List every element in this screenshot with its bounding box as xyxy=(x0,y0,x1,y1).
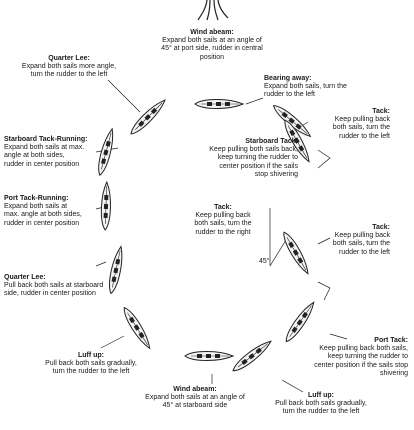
label-quarter-lee-bottom: Quarter Lee:Pull back both sails at star… xyxy=(4,274,104,298)
boat-wind-abeam-top xyxy=(194,99,244,109)
label-luff-up-left: Luff up:Pull back both sails gradually, … xyxy=(45,352,137,376)
leader-line xyxy=(100,335,125,349)
tack-bracket xyxy=(317,149,331,169)
boat-luff-up-right xyxy=(229,337,275,375)
leader-line xyxy=(317,237,331,245)
label-tack-center: Tack:Keep pulling back both sails, turn … xyxy=(194,204,252,236)
label-starboard-running: Starboard Tack-Running:Expand both sails… xyxy=(4,136,88,168)
wind-icon xyxy=(197,0,229,21)
label-tack-right: Tack:Keep pulling back both sails, turn … xyxy=(332,224,390,256)
leader-line xyxy=(95,261,107,267)
leader-line xyxy=(245,97,264,105)
label-bearing-away: Bearing away:Expand both sails, turn the… xyxy=(264,75,347,99)
boat-wind-abeam-bottom xyxy=(184,351,234,361)
leader-line xyxy=(329,333,348,340)
label-wind-abeam-top: Wind abeam:Expand both sails at an angle… xyxy=(161,29,263,61)
leader-line xyxy=(281,379,304,393)
boat-quarter-lee-top xyxy=(127,96,169,138)
label-port-running: Port Tack-Running:Expand both sails at m… xyxy=(4,195,82,227)
tack-bracket xyxy=(317,281,331,301)
label-quarter-lee-top: Quarter Lee:Expand both sails more angle… xyxy=(21,55,117,79)
label-wind-abeam-bottom: Wind abeam:Expand both sails at an angle… xyxy=(145,386,245,410)
angle-line xyxy=(269,239,287,267)
label-tack-top: Tack:Keep pulling back both sails, turn … xyxy=(332,108,390,140)
angle-label: 45° xyxy=(259,258,270,265)
label-starboard-tack: Starboard Tack:Keep pulling both sails b… xyxy=(209,138,298,178)
label-luff-up-right: Luff up:Pull back both sails gradually, … xyxy=(275,392,367,416)
label-port-tack: Port Tack:Keep pulling back both sails, … xyxy=(314,337,408,377)
boat-luff-up-left xyxy=(119,304,155,352)
leader-line xyxy=(107,79,141,113)
